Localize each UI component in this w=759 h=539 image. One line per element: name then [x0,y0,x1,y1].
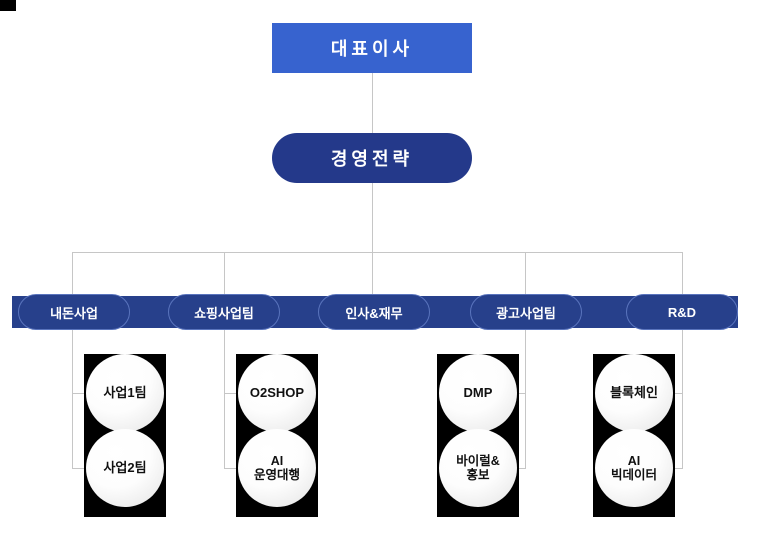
node-ceo[interactable]: 대표이사 [272,23,472,73]
node-team-3-1-label: DMP [463,384,493,400]
node-team-1-1[interactable]: 사업1팀 [86,354,164,432]
team-group-2: O2SHOP AI 운영대행 [236,354,318,517]
connector-bus-to-dept-4 [525,252,526,296]
node-team-1-2-label: 사업2팀 [103,459,147,475]
node-team-1-1-label: 사업1팀 [103,384,147,400]
node-dept-2[interactable]: 쇼핑사업팀 [168,294,280,330]
node-team-3-2-line1: 바이럴& [456,453,500,468]
node-team-3-2-line2: 홍보 [466,468,490,482]
node-team-4-2-label: AI 빅데이터 [611,454,657,483]
connector-department-bus [72,252,683,253]
connector-dept-4-spine [525,330,526,468]
team-group-4: 블록체인 AI 빅데이터 [593,354,675,517]
node-dept-3[interactable]: 인사&재무 [318,294,430,330]
node-team-2-2-line2: 운영대행 [253,468,300,482]
node-team-3-1[interactable]: DMP [439,354,517,432]
node-dept-1-label: 내돈사업 [50,305,98,321]
team-group-3: DMP 바이럴& 홍보 [437,354,519,517]
node-dept-5[interactable]: R&D [626,294,738,330]
node-team-1-2[interactable]: 사업2팀 [86,429,164,507]
node-dept-3-label: 인사&재무 [345,305,403,321]
node-ceo-label: 대표이사 [330,39,414,59]
connector-dept-1-spine [72,330,73,468]
node-dept-5-label: R&D [667,304,697,320]
connector-dept-2-spine [224,330,225,468]
node-team-2-2[interactable]: AI 운영대행 [238,429,316,507]
connector-bus-to-dept-3 [372,252,373,296]
node-team-2-1-label: O2SHOP [249,384,305,400]
connector-strategy-to-bus [372,183,373,253]
node-team-4-2-line1: AI [627,453,641,468]
node-team-4-1-label: 블록체인 [610,384,658,400]
node-team-2-2-label: AI 운영대행 [254,454,300,483]
node-team-2-2-line1: AI [270,453,284,468]
node-dept-4-label: 광고사업팀 [496,305,556,321]
connector-bus-to-dept-1 [72,252,73,296]
node-team-2-1[interactable]: O2SHOP [238,354,316,432]
team-group-1: 사업1팀 사업2팀 [84,354,166,517]
connector-bus-to-dept-5 [682,252,683,296]
node-team-4-1[interactable]: 블록체인 [595,354,673,432]
node-dept-2-label: 쇼핑사업팀 [194,305,254,321]
node-team-3-2[interactable]: 바이럴& 홍보 [439,429,517,507]
connector-dept-5-spine [682,330,683,468]
corner-artifact [0,0,16,11]
connector-ceo-to-strategy [372,73,373,133]
node-dept-4[interactable]: 광고사업팀 [470,294,582,330]
node-team-4-2[interactable]: AI 빅데이터 [595,429,673,507]
node-dept-1[interactable]: 내돈사업 [18,294,130,330]
node-strategy[interactable]: 경영전략 [272,133,472,183]
node-team-3-2-label: 바이럴& 홍보 [456,454,500,483]
connector-bus-to-dept-2 [224,252,225,296]
node-team-4-2-line2: 빅데이터 [610,468,657,482]
node-strategy-label: 경영전략 [330,149,414,169]
